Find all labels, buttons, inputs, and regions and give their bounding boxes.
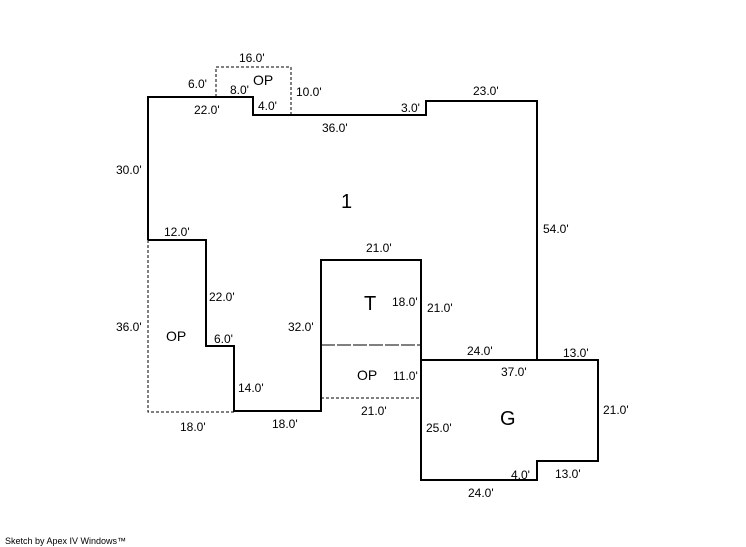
area-label-garage: G: [500, 408, 516, 430]
dim-label: 18.0': [272, 417, 298, 431]
dim-label: 16.0': [239, 51, 265, 65]
dim-label: 36.0': [116, 320, 142, 334]
dim-label: 22.0': [209, 290, 235, 304]
dim-label: 24.0': [468, 486, 494, 500]
dim-label: 13.0': [563, 346, 589, 360]
dim-label: 11.0': [393, 369, 418, 383]
garage-outline: [420, 359, 599, 481]
dim-label: 18.0': [392, 295, 418, 309]
main-house-outline: [147, 96, 538, 360]
dim-label: 18.0': [180, 420, 206, 434]
dim-label: 24.0': [467, 344, 493, 358]
dim-label: 6.0': [214, 332, 233, 346]
dim-label: 30.0': [116, 163, 142, 177]
area-label-terrace: T: [364, 293, 376, 315]
area-label-top-porch: OP: [253, 72, 273, 88]
dim-label: 3.0': [401, 101, 420, 115]
dim-label: 54.0': [543, 222, 569, 236]
dim-label: 6.0': [188, 77, 207, 91]
dim-label: 21.0': [366, 241, 392, 255]
dim-label: 37.0': [501, 365, 527, 379]
dim-label: 23.0': [473, 84, 499, 98]
dim-label: 10.0': [296, 85, 322, 99]
dim-label: 32.0': [288, 320, 314, 334]
dim-label: 36.0': [322, 121, 348, 135]
dim-label: 21.0': [427, 301, 453, 315]
dim-label: 21.0': [361, 404, 387, 418]
area-label-left-porch: OP: [166, 328, 186, 344]
dim-label: 4.0': [258, 99, 277, 113]
dim-label: 8.0': [230, 83, 249, 97]
main-house-lower-outline: [148, 239, 422, 412]
dim-label: 22.0': [194, 103, 220, 117]
top-porch-outline: [215, 66, 292, 115]
area-label-middle-porch: OP: [357, 367, 377, 383]
dim-label: 4.0': [511, 468, 530, 482]
dimension-labels: 16.0' 6.0' 8.0' 10.0' 22.0' 4.0' 36.0' 3…: [116, 51, 629, 500]
area-label-main: 1: [341, 191, 352, 213]
dim-label: 14.0': [238, 381, 264, 395]
dim-label: 21.0': [603, 403, 629, 417]
dim-label: 25.0': [426, 421, 452, 435]
left-porch-outline: [147, 240, 234, 413]
dim-label: 12.0': [164, 225, 190, 239]
sketch-credit: Sketch by Apex IV Windows™: [5, 536, 126, 546]
dim-label: 13.0': [555, 467, 581, 481]
